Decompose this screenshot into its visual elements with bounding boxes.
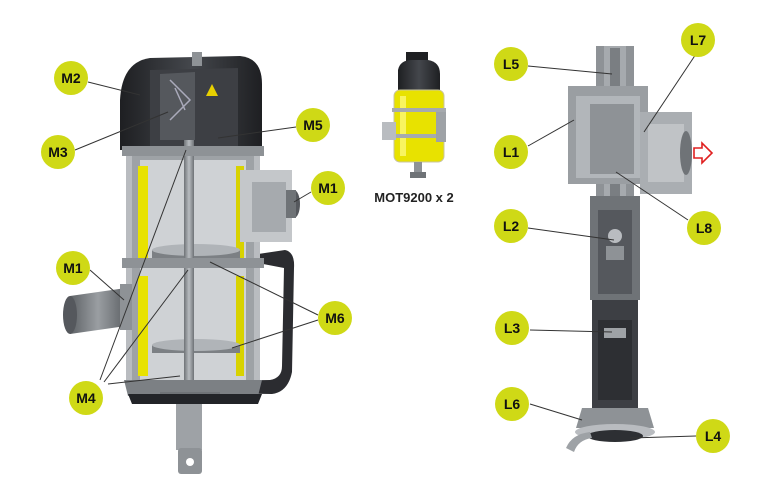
callout-m4: M4 <box>69 381 103 415</box>
callout-l7: L7 <box>681 23 715 57</box>
callout-label: M1 <box>318 180 338 196</box>
callout-label: M4 <box>76 390 96 406</box>
callout-l5: L5 <box>494 47 528 81</box>
leader-lines <box>74 47 701 439</box>
callout-m1-lower: M1 <box>56 251 90 285</box>
callout-label: L8 <box>696 220 713 236</box>
callout-l4: L4 <box>696 419 730 453</box>
callout-label: M5 <box>303 117 323 133</box>
callout-label: M1 <box>63 260 83 276</box>
pump-cutaway-illustration <box>566 46 692 452</box>
callout-label: L3 <box>504 320 521 336</box>
mot9200-thumbnail <box>382 52 446 178</box>
callout-l3: L3 <box>495 311 529 345</box>
callout-l6: L6 <box>495 387 529 421</box>
callout-m6: M6 <box>318 301 352 335</box>
callout-label: L1 <box>503 144 520 160</box>
callout-l1: L1 <box>494 135 528 169</box>
callout-label: L6 <box>504 396 521 412</box>
callout-m3: M3 <box>41 135 75 169</box>
callout-label: L5 <box>503 56 520 72</box>
callout-label: L7 <box>690 32 707 48</box>
callout-label: L2 <box>503 218 520 234</box>
callout-m2: M2 <box>54 61 88 95</box>
warning-triangle-icon <box>206 84 218 96</box>
model-caption: MOT9200 x 2 <box>374 190 454 205</box>
callout-m1-upper: M1 <box>311 171 345 205</box>
callout-label: M3 <box>48 144 68 160</box>
callout-l8: L8 <box>687 211 721 245</box>
callout-label: M2 <box>61 70 81 86</box>
callout-m5: M5 <box>296 108 330 142</box>
callout-l2: L2 <box>494 209 528 243</box>
motor-cutaway-illustration <box>63 52 300 474</box>
outline-right-arrow-icon <box>693 141 714 165</box>
callout-label: L4 <box>705 428 722 444</box>
callout-label: M6 <box>325 310 345 326</box>
